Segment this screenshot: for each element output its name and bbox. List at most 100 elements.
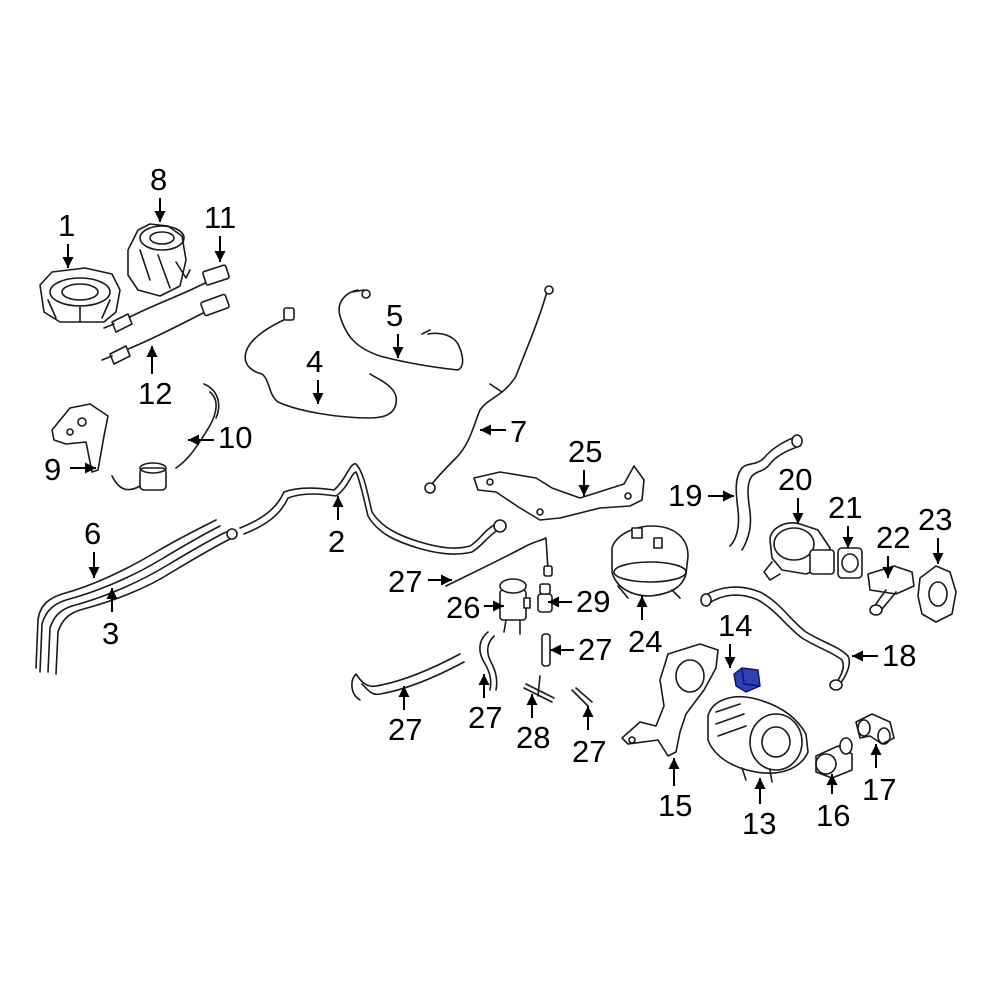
part-27-hose-c — [351, 653, 465, 701]
leader-20-arrowhead — [792, 513, 804, 524]
part-9-bracket — [51, 403, 109, 473]
callout-8: 8 — [150, 162, 167, 197]
callout-29: 29 — [576, 584, 610, 619]
part-25-bracket — [473, 465, 645, 521]
leader-12-arrowhead — [146, 346, 158, 357]
leader-7-arrowhead — [480, 424, 491, 436]
leader-11-arrowhead — [214, 251, 226, 262]
leader-27d-arrowhead — [478, 674, 490, 685]
leader-16-arrowhead — [826, 774, 838, 785]
leader-27c-arrowhead — [398, 686, 410, 697]
leader-9-arrowhead — [85, 462, 96, 474]
callout-17: 17 — [862, 772, 896, 807]
part-12-o2-sensor — [101, 293, 230, 365]
leader-22-arrowhead — [882, 567, 894, 578]
callout-25: 25 — [568, 434, 602, 469]
part-29-valve — [537, 583, 553, 613]
callout-9: 9 — [44, 452, 61, 487]
part-19-pipe — [729, 434, 803, 551]
leader-26-arrowhead — [493, 600, 504, 612]
part-16-fitting — [815, 737, 853, 779]
part-27-tube-e — [571, 687, 593, 707]
callout-21: 21 — [828, 490, 862, 525]
leader-14-arrowhead — [724, 657, 736, 668]
leader-17-arrowhead — [870, 744, 882, 755]
callout-28: 28 — [516, 720, 550, 755]
leader-27b-arrowhead — [550, 644, 561, 656]
part-28-t-connector — [523, 675, 555, 703]
leader-13-arrowhead — [754, 778, 766, 789]
callout-19: 19 — [668, 478, 702, 513]
callout-24: 24 — [628, 624, 662, 659]
leader-21-arrowhead — [842, 537, 854, 548]
callout-5: 5 — [386, 298, 403, 333]
callout-26: 26 — [446, 590, 480, 625]
callout-leaders — [62, 198, 944, 804]
leader-8-arrowhead — [154, 211, 166, 222]
leader-4-arrowhead — [312, 393, 324, 404]
callout-16: 16 — [816, 798, 850, 833]
leader-27a-arrowhead — [441, 574, 452, 586]
callout-27-a: 27 — [388, 564, 422, 599]
part-22-flange — [867, 565, 915, 616]
leader-25-arrowhead — [578, 485, 590, 496]
part-24-reservoir — [611, 525, 689, 599]
part-2-pipe — [239, 463, 507, 555]
callout-27-b: 27 — [578, 632, 612, 667]
part-20-valve — [763, 522, 835, 581]
part-27-line-a — [445, 537, 553, 587]
callout-3: 3 — [102, 616, 119, 651]
part-27-hose-d — [479, 631, 498, 691]
callout-11: 11 — [204, 200, 236, 235]
callout-20: 20 — [778, 462, 812, 497]
part-18-pipe — [700, 586, 851, 691]
leader-29-arrowhead — [548, 596, 559, 608]
part-7-hose — [424, 285, 554, 494]
callout-12: 12 — [138, 376, 172, 411]
callout-27-c: 27 — [388, 712, 422, 747]
part-10-hose-valve — [111, 383, 220, 491]
callout-1: 1 — [58, 208, 75, 243]
callout-13: 13 — [742, 806, 776, 841]
callout-labels: 1 8 11 12 5 4 7 10 9 25 19 20 21 22 23 6… — [44, 162, 952, 841]
callout-27-d: 27 — [468, 700, 502, 735]
leader-10-arrowhead — [188, 434, 199, 446]
part-4-hose — [244, 307, 398, 419]
leader-2-arrowhead — [332, 496, 344, 507]
part-21-gasket — [837, 547, 863, 579]
callout-7: 7 — [510, 414, 527, 449]
callout-14: 14 — [718, 608, 752, 643]
part-1-mount — [39, 267, 121, 323]
leader-5-arrowhead — [392, 347, 404, 358]
callout-4: 4 — [306, 344, 323, 379]
leader-23-arrowhead — [932, 553, 944, 564]
leader-18-arrowhead — [852, 650, 863, 662]
part-8-housing — [127, 223, 191, 297]
callout-10: 10 — [218, 420, 252, 455]
leader-15-arrowhead — [668, 758, 680, 769]
part-27-tube-b — [541, 633, 551, 667]
leader-27e-arrowhead — [582, 706, 594, 717]
callout-23: 23 — [918, 502, 952, 537]
callout-27-e: 27 — [572, 734, 606, 769]
part-6-pipe — [39, 525, 227, 673]
part-15-bracket — [621, 643, 719, 757]
callout-15: 15 — [658, 788, 692, 823]
leader-1-arrowhead — [62, 257, 74, 268]
part-23-gasket — [917, 565, 957, 623]
callout-22: 22 — [876, 520, 910, 555]
leader-3-arrowhead — [106, 588, 118, 599]
leader-24-arrowhead — [636, 596, 648, 607]
leader-6-arrowhead — [88, 567, 100, 578]
part-14-clip-highlighted[interactable] — [733, 667, 761, 693]
callout-18: 18 — [882, 638, 916, 673]
part-17-elbow — [855, 713, 895, 745]
callout-2: 2 — [328, 524, 345, 559]
part-13-air-pump — [707, 696, 809, 783]
leader-28-arrowhead — [526, 694, 538, 705]
part-11-o2-sensor — [103, 264, 230, 333]
part-5-hose — [338, 289, 464, 371]
part-26-valve — [499, 578, 531, 635]
